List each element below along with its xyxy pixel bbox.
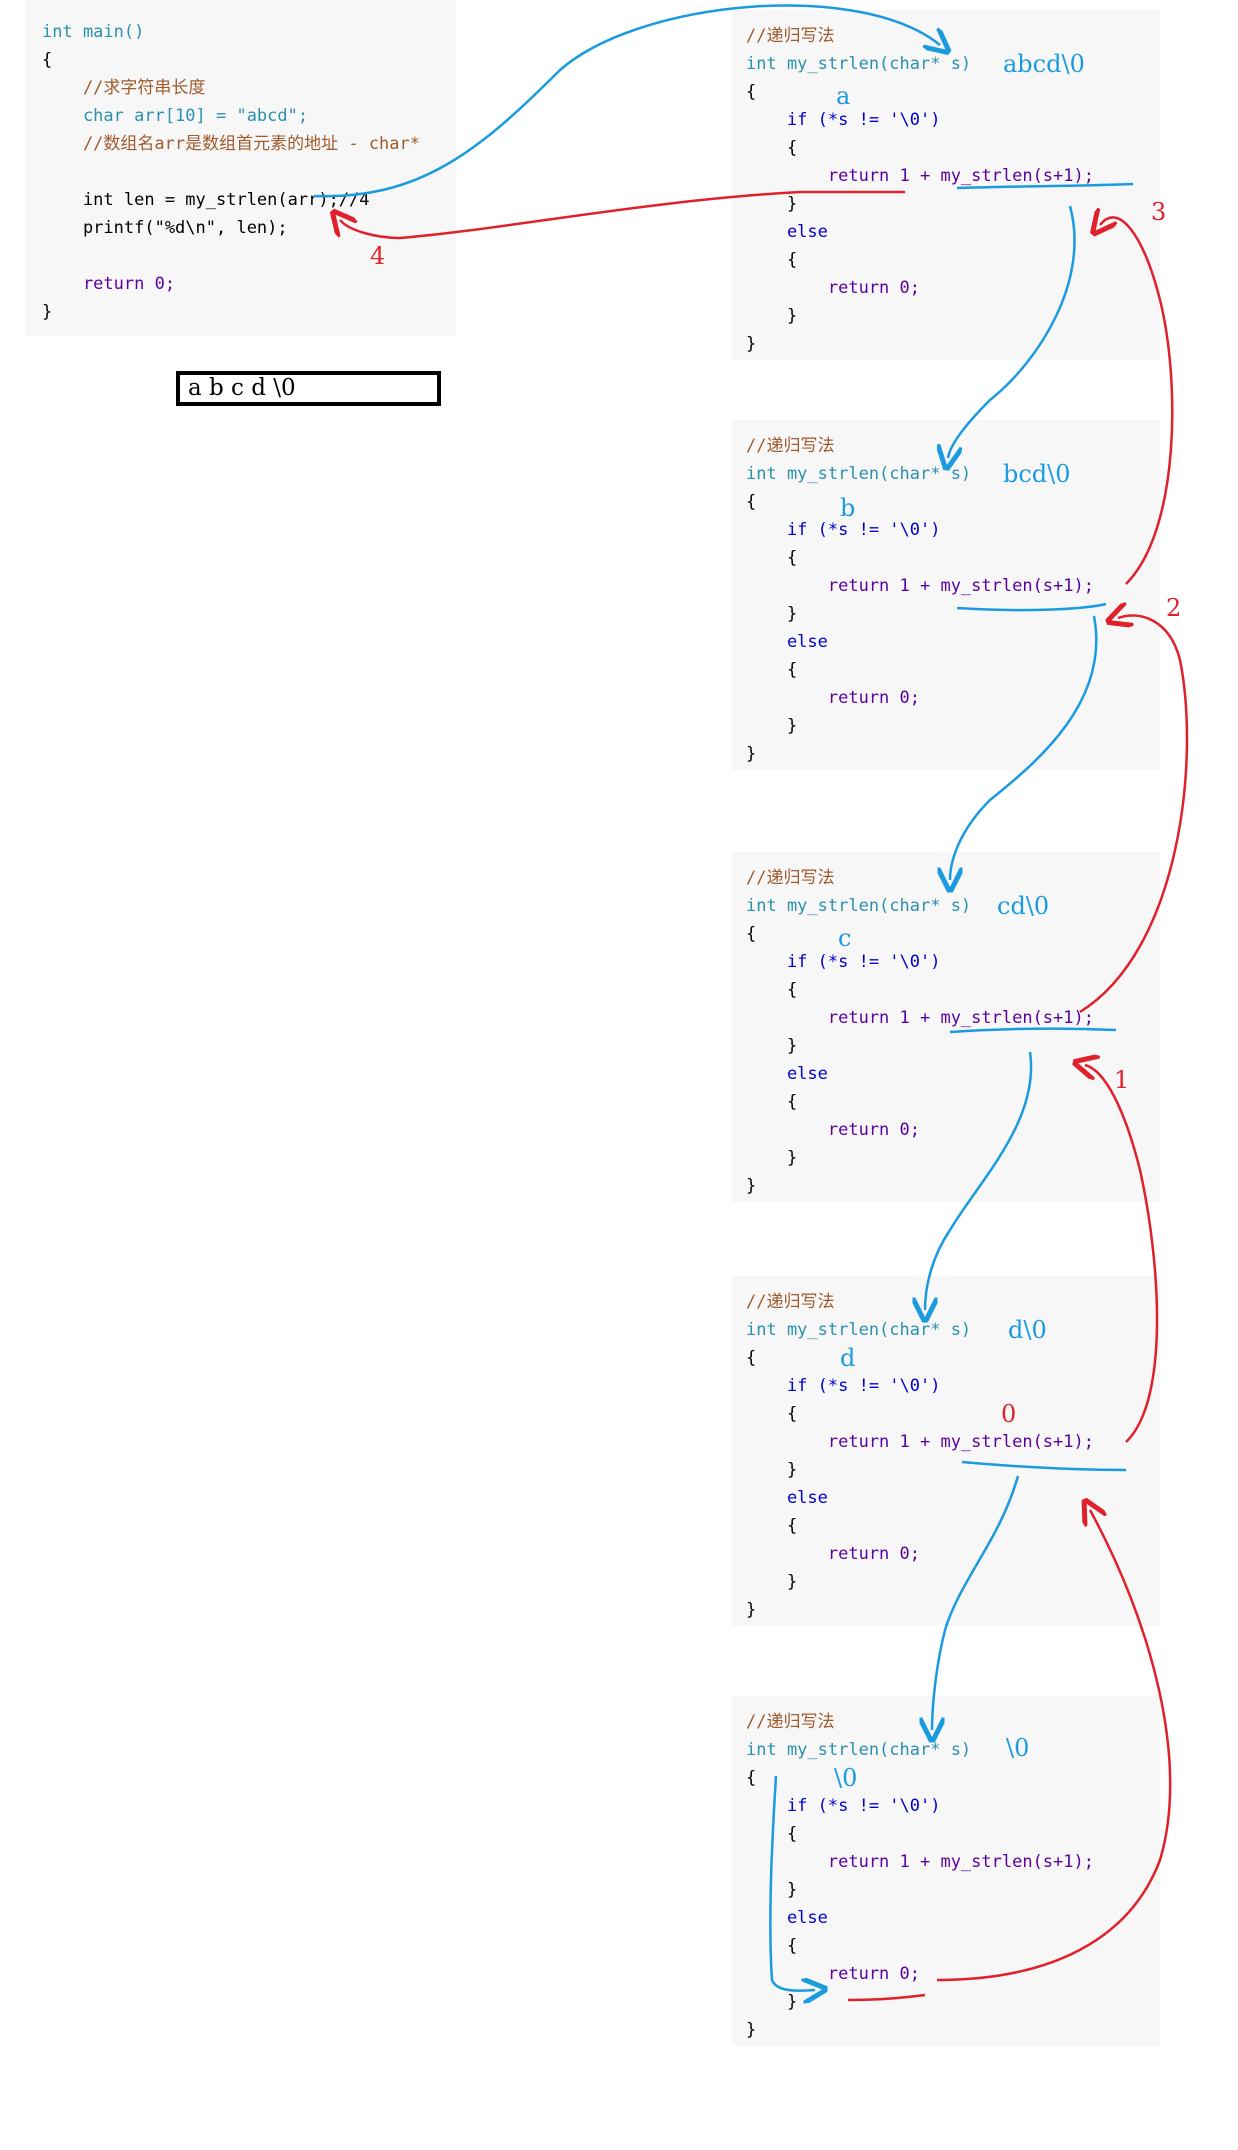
frame-0-line-7: else (746, 222, 828, 242)
frame-3-line-10: } (746, 1572, 798, 1592)
return-label-1: 1 (1114, 1066, 1130, 1094)
frame-1-line-10: } (746, 716, 798, 736)
frame-2-line-2: { (746, 924, 757, 944)
main-line-10: } (42, 302, 53, 322)
frame-3-line-1: int my_strlen(char* s) (746, 1320, 972, 1340)
frame-2-line-11: } (746, 1176, 757, 1196)
frame-4-line-7: else (746, 1908, 828, 1928)
frame-1-line-7: else (746, 632, 828, 652)
frame-4-line-2: { (746, 1768, 757, 1788)
frame-3-line-2: { (746, 1348, 757, 1368)
frame-2-line-5: return 1 + my_strlen(s+1); (746, 1008, 1094, 1028)
frame-1-line-9: return 0; (746, 688, 920, 708)
main-line-0: int main() (42, 22, 145, 42)
frame-0-line-8: { (746, 250, 798, 270)
frame-1-line-5: return 1 + my_strlen(s+1); (746, 576, 1094, 596)
frame-4-line-5: return 1 + my_strlen(s+1); (746, 1852, 1094, 1872)
main-line-9: return 0; (42, 274, 176, 294)
frame-0-line-0: //递归写法 (746, 26, 835, 46)
frame-2-line-6: } (746, 1036, 798, 1056)
frame-0-line-3: if (*s != '\0') (746, 110, 941, 130)
return-label-0: 0 (1001, 1400, 1017, 1428)
frame-1-line-1: int my_strlen(char* s) (746, 464, 972, 484)
recursive-frame-4: //递归写法 int my_strlen(char* s) { if (*s != … (732, 1696, 1160, 2046)
frame-4-line-9: return 0; (746, 1964, 920, 1984)
frame-3-char: d (840, 1344, 856, 1372)
frame-2-line-3: if (*s != '\0') (746, 952, 941, 972)
frame-2-line-8: { (746, 1092, 798, 1112)
frame-1-line-8: { (746, 660, 798, 680)
main-code-block: int main() { //求字符串长度 char arr[10] = "ab… (26, 0, 456, 336)
main-line-4: //数组名arr是数组首元素的地址 - char* (42, 134, 420, 154)
main-line-1: { (42, 50, 53, 70)
frame-3-line-8: { (746, 1516, 798, 1536)
frame-2-line-10: } (746, 1148, 798, 1168)
frame-0-line-5: return 1 + my_strlen(s+1); (746, 166, 1094, 186)
frame-0-arg: abcd\0 (1003, 50, 1085, 78)
frame-4-line-10: } (746, 1992, 798, 2012)
recursive-frame-1: //递归写法 int my_strlen(char* s) { if (*s != … (732, 420, 1160, 770)
frame-3-line-6: } (746, 1460, 798, 1480)
frame-3-arg: d\0 (1008, 1316, 1047, 1344)
frame-4-line-11: } (746, 2020, 757, 2040)
frame-2-line-4: { (746, 980, 798, 1000)
frame-3-line-7: else (746, 1488, 828, 1508)
frame-1-char: b (840, 494, 856, 522)
frame-0-line-4: { (746, 138, 798, 158)
return-label-2: 2 (1166, 594, 1182, 622)
main-line-3: char arr[10] = "abcd"; (42, 106, 309, 126)
frame-2-line-9: return 0; (746, 1120, 920, 1140)
frame-2-line-0: //递归写法 (746, 868, 835, 888)
recursive-frame-2: //递归写法 int my_strlen(char* s) { if (*s != … (732, 852, 1160, 1202)
frame-1-line-3: if (*s != '\0') (746, 520, 941, 540)
frame-3-line-0: //递归写法 (746, 1292, 835, 1312)
frame-0-line-1: int my_strlen(char* s) (746, 54, 972, 74)
frame-4-line-0: //递归写法 (746, 1712, 835, 1732)
frame-2-line-1: int my_strlen(char* s) (746, 896, 972, 916)
frame-2-arg: cd\0 (997, 892, 1050, 920)
main-line-7: printf("%d\n", len); (42, 218, 288, 238)
string-memory-box: a b c d \0 (176, 371, 441, 406)
recursive-frame-3: //递归写法 int my_strlen(char* s) { if (*s != … (732, 1276, 1160, 1626)
frame-0-char: a (836, 82, 851, 110)
frame-4-line-3: if (*s != '\0') (746, 1796, 941, 1816)
frame-3-line-5: return 1 + my_strlen(s+1); (746, 1432, 1094, 1452)
frame-0-line-6: } (746, 194, 798, 214)
frame-2-char: c (838, 924, 852, 952)
frame-1-line-0: //递归写法 (746, 436, 835, 456)
main-line-6: int len = my_strlen(arr);//4 (42, 190, 370, 210)
frame-1-arg: bcd\0 (1003, 460, 1071, 488)
frame-4-arg: \0 (1006, 1734, 1030, 1762)
frame-4-line-6: } (746, 1880, 798, 1900)
frame-0-line-11: } (746, 334, 757, 354)
frame-3-line-4: { (746, 1404, 798, 1424)
frame-3-line-3: if (*s != '\0') (746, 1376, 941, 1396)
recursive-frame-0: //递归写法 int my_strlen(char* s) { if (*s != … (732, 10, 1160, 360)
return-label-4: 4 (370, 242, 386, 270)
frame-2-line-7: else (746, 1064, 828, 1084)
frame-4-line-4: { (746, 1824, 798, 1844)
frame-0-line-10: } (746, 306, 798, 326)
frame-1-line-4: { (746, 548, 798, 568)
frame-3-line-9: return 0; (746, 1544, 920, 1564)
frame-1-line-2: { (746, 492, 757, 512)
frame-1-line-6: } (746, 604, 798, 624)
frame-4-line-8: { (746, 1936, 798, 1956)
main-line-2: //求字符串长度 (42, 78, 206, 98)
return-label-3: 3 (1151, 198, 1167, 226)
frame-3-line-11: } (746, 1600, 757, 1620)
frame-0-line-9: return 0; (746, 278, 920, 298)
frame-4-char: \0 (834, 1764, 858, 1792)
frame-1-line-11: } (746, 744, 757, 764)
frame-0-line-2: { (746, 82, 757, 102)
frame-4-line-1: int my_strlen(char* s) (746, 1740, 972, 1760)
